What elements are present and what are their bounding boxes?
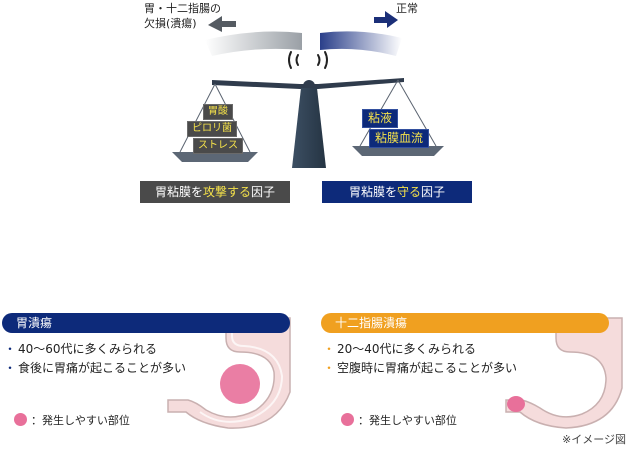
legend-pink-circle-icon-2 bbox=[341, 413, 354, 426]
left-arrow-icon bbox=[208, 16, 236, 32]
left-direction-label: 胃・十二指腸の 欠損(潰瘍) bbox=[144, 1, 221, 31]
legend-pink-circle-icon bbox=[14, 413, 27, 426]
gastric-ulcer-title: 胃潰瘍 bbox=[2, 313, 290, 333]
duodenal-ulcer-point-2-text: 空腹時に胃痛が起こることが多い bbox=[337, 361, 518, 375]
image-note: ※イメージ図 bbox=[562, 433, 626, 446]
right-direction-arc bbox=[320, 31, 402, 56]
right-pan bbox=[352, 146, 444, 156]
weight-pylori: ピロリ菌 bbox=[187, 121, 237, 137]
attack-factor-suffix: 因子 bbox=[251, 185, 276, 199]
gastric-ulcer-legend-text: ：発生しやすい部位 bbox=[31, 414, 130, 427]
duodenal-ulcer-legend: ：発生しやすい部位 bbox=[341, 413, 457, 428]
protect-factor-highlight: 守る bbox=[396, 185, 421, 199]
scale-column bbox=[292, 88, 326, 168]
gastric-ulcer-point-2: ・食後に胃痛が起こることが多い bbox=[4, 361, 187, 375]
gastric-ulcer-point-1-text: 40〜60代に多くみられる bbox=[18, 342, 158, 356]
weight-stomach-acid: 胃酸 bbox=[203, 104, 233, 120]
protect-factor-label: 胃粘膜を守る因子 bbox=[322, 181, 472, 203]
stomach-illustration-gastric bbox=[167, 317, 291, 429]
duodenal-ulcer-title: 十二指腸潰瘍 bbox=[321, 313, 609, 333]
right-direction-label: 正常 bbox=[396, 2, 418, 15]
weight-stress: ストレス bbox=[193, 138, 243, 154]
attack-factor-prefix: 胃粘膜を bbox=[154, 185, 203, 199]
gastric-ulcer-point-1: ・40〜60代に多くみられる bbox=[4, 342, 158, 356]
left-pan bbox=[172, 152, 258, 162]
ulcer-site-gastric bbox=[220, 364, 260, 404]
gastric-ulcer-legend: ：発生しやすい部位 bbox=[14, 413, 130, 428]
right-arrow-icon bbox=[374, 11, 398, 28]
weight-mucus: 粘液 bbox=[362, 109, 399, 128]
left-direction-arc bbox=[205, 31, 302, 56]
duodenal-ulcer-point-2: ・空腹時に胃痛が起こることが多い bbox=[323, 361, 518, 375]
left-direction-label-line2: 欠損(潰瘍) bbox=[144, 17, 197, 30]
scale-beam bbox=[212, 78, 404, 89]
stomach-illustration-duodenal bbox=[505, 317, 623, 429]
duodenal-ulcer-point-1-text: 20〜40代に多くみられる bbox=[337, 342, 477, 356]
ulcer-site-duodenal bbox=[507, 396, 525, 412]
protect-factor-prefix: 胃粘膜を bbox=[348, 185, 397, 199]
gastric-ulcer-point-2-text: 食後に胃痛が起こることが多い bbox=[18, 361, 187, 375]
protect-factor-suffix: 因子 bbox=[421, 185, 446, 199]
duodenal-ulcer-legend-text: ：発生しやすい部位 bbox=[358, 414, 457, 427]
wobble-marks bbox=[288, 51, 328, 69]
left-direction-label-line1: 胃・十二指腸の bbox=[144, 2, 221, 15]
duodenal-ulcer-point-1: ・20〜40代に多くみられる bbox=[323, 342, 477, 356]
attack-factor-label: 胃粘膜を攻撃する因子 bbox=[140, 181, 290, 203]
attack-factor-highlight: 攻撃する bbox=[202, 185, 251, 199]
weight-mucosal-blood-flow: 粘膜血流 bbox=[369, 129, 430, 148]
